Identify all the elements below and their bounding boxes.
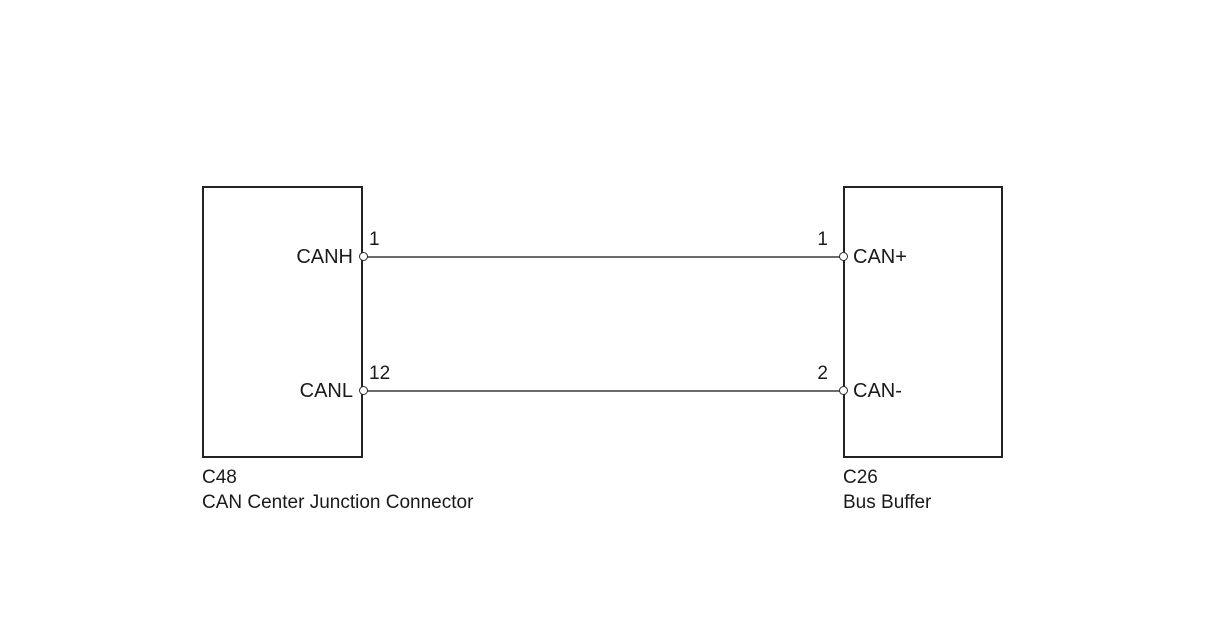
wire-canh-to-canplus <box>364 256 843 258</box>
connector-id-c26: C26 <box>843 467 878 488</box>
pin-terminal-c26-1 <box>839 252 848 261</box>
connector-block-c26 <box>843 186 1003 458</box>
connector-caption-c48: C48 CAN Center Junction Connector <box>202 465 473 515</box>
pin-terminal-c48-12 <box>359 386 368 395</box>
connector-id-c48: C48 <box>202 467 237 488</box>
pin-terminal-c26-2 <box>839 386 848 395</box>
connector-block-c48 <box>202 186 363 458</box>
connector-name-c26: Bus Buffer <box>843 492 932 513</box>
pin-number-c26-can-minus: 2 <box>817 363 828 384</box>
connector-name-c48: CAN Center Junction Connector <box>202 492 474 513</box>
signal-label-canh: CANH <box>296 246 353 268</box>
signal-label-can-plus: CAN+ <box>853 246 907 268</box>
pin-terminal-c48-1 <box>359 252 368 261</box>
wire-canl-to-canminus <box>364 390 843 392</box>
connector-caption-c26: C26 Bus Buffer <box>843 465 931 515</box>
signal-label-canl: CANL <box>299 380 353 402</box>
pin-number-c26-can-plus: 1 <box>817 229 828 250</box>
pin-number-c48-canh: 1 <box>369 229 380 250</box>
signal-label-can-minus: CAN- <box>853 380 902 402</box>
pin-number-c48-canl: 12 <box>369 363 391 384</box>
